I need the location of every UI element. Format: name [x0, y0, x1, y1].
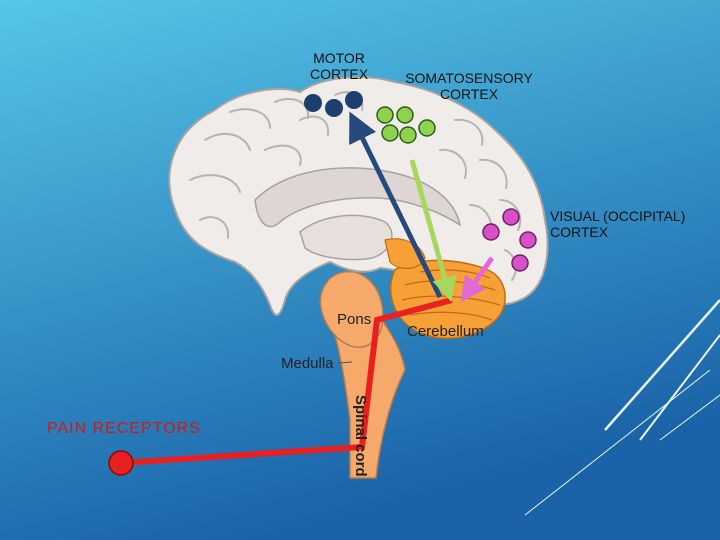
- motor-arrow: [349, 111, 443, 299]
- label-visual-line2: CORTEX: [550, 224, 609, 240]
- pons: [319, 270, 384, 348]
- label-motor-cortex: MOTOR CORTEX: [306, 50, 372, 82]
- label-visual-cortex: VISUAL (OCCIPITAL) CORTEX: [550, 208, 685, 240]
- somatosensory-arrow: [409, 159, 457, 303]
- label-pain-receptors: PAIN RECEPTORS: [47, 420, 201, 437]
- label-cerebellum: Cerebellum: [407, 323, 484, 340]
- medulla-leader-line: [337, 361, 353, 364]
- somatosensory-cortex-dots: [376, 106, 436, 144]
- label-pons: Pons: [337, 311, 371, 328]
- label-visual-line1: VISUAL (OCCIPITAL): [550, 208, 686, 224]
- decorative-lines: [524, 299, 720, 516]
- label-somatosensory-cortex: SOMATOSENSORY CORTEX: [392, 70, 546, 102]
- pain-receptor-dot: [108, 450, 134, 476]
- label-motor-cortex-line1: MOTOR: [313, 50, 365, 66]
- label-medulla: Medulla: [281, 355, 334, 372]
- label-somatosensory-line2: CORTEX: [439, 86, 499, 102]
- visual-cortex-dots: [482, 208, 537, 272]
- label-somatosensory-line1: SOMATOSENSORY: [405, 70, 533, 86]
- label-motor-cortex-line2: CORTEX: [309, 66, 369, 82]
- pain-pathway: [120, 297, 453, 466]
- motor-cortex-dots: [304, 91, 363, 117]
- label-spinal-cord: Spinal cord: [352, 395, 369, 477]
- visual-arrow: [460, 256, 495, 303]
- corpus-callosum: [254, 167, 462, 228]
